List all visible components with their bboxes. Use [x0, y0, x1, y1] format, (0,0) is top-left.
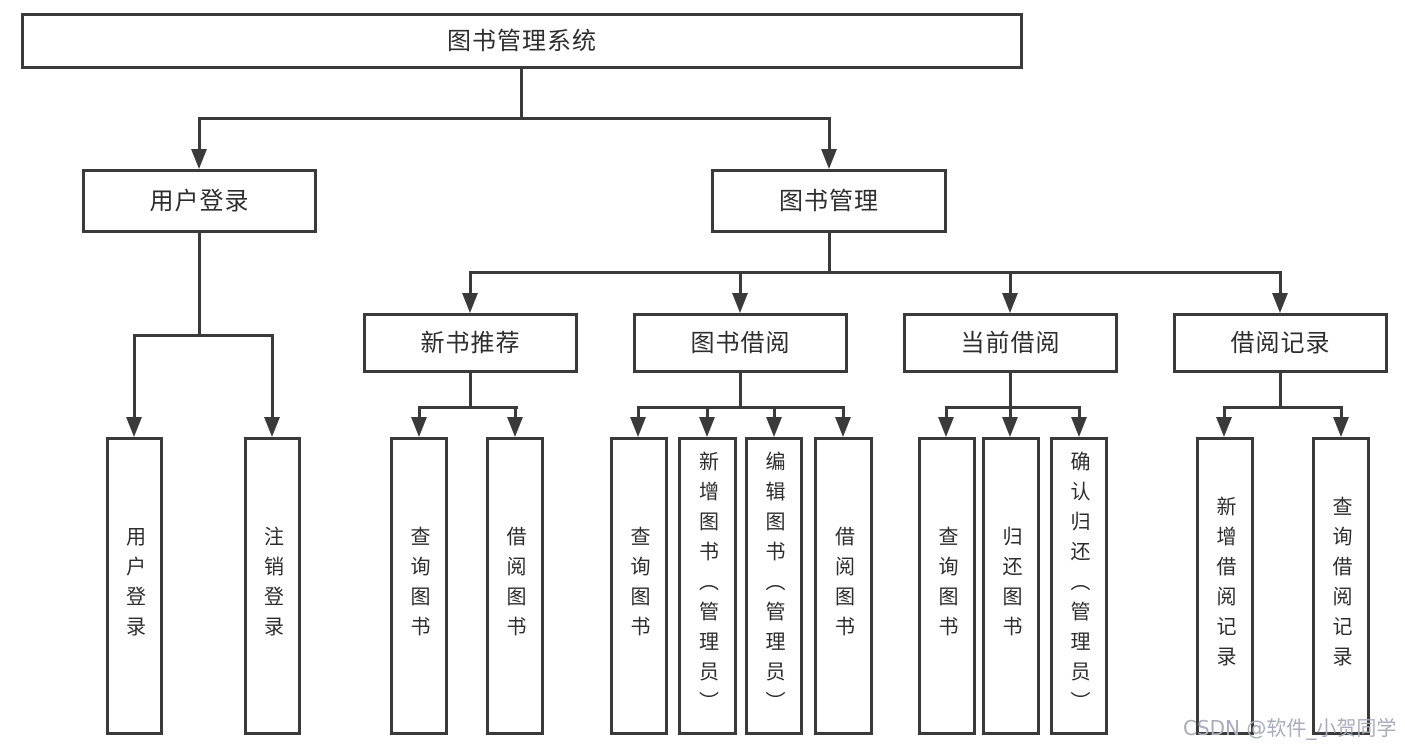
connector-vline [1009, 373, 1012, 409]
connector-vline [271, 334, 274, 419]
node-label: 借阅记录 [1230, 328, 1331, 357]
arrow-down-icon [938, 417, 954, 437]
arrow-down-icon [507, 417, 523, 437]
leaf-confirm-return-admin: 确认归还（管理员） [1050, 437, 1108, 735]
connector-vline [514, 406, 517, 419]
watermark: CSDN @软件_小贺同学 [1183, 716, 1397, 740]
connector-vline [1340, 406, 1343, 419]
leaf-edit-book-admin: 编辑图书（管理员） [745, 437, 803, 735]
connector-vline [198, 233, 201, 336]
connector-vline [469, 271, 472, 295]
connector-vline [739, 373, 742, 409]
leaf-query-books-current: 查询图书 [918, 437, 976, 735]
arrow-down-icon [835, 417, 851, 437]
node-label: 注销登录 [260, 526, 285, 646]
connector-hline [418, 406, 518, 409]
connector-vline [418, 406, 421, 419]
node-label: 确认归还（管理员） [1067, 451, 1091, 721]
arrow-down-icon [462, 293, 478, 313]
connector-hline [133, 334, 274, 337]
arrow-down-icon [1071, 417, 1087, 437]
arrow-down-icon [699, 417, 715, 437]
connector-hline [198, 117, 831, 120]
arrow-down-icon [1333, 417, 1349, 437]
arrow-down-icon [821, 149, 837, 169]
arrow-down-icon [126, 417, 142, 437]
node-label: 当前借阅 [960, 328, 1061, 357]
connector-vline [739, 271, 742, 295]
connector-vline [133, 334, 136, 419]
node-label: 查询借阅记录 [1329, 496, 1353, 676]
node-label: 查询图书 [407, 526, 431, 646]
connector-vline [198, 117, 201, 150]
arrow-down-icon [732, 293, 748, 313]
connector-vline [773, 406, 776, 419]
node-label: 新增借阅记录 [1213, 496, 1237, 676]
connector-vline [706, 406, 709, 419]
node-label: 用户登录 [122, 526, 147, 646]
arrow-down-icon [411, 417, 427, 437]
node-current-borrowing: 当前借阅 [903, 313, 1118, 373]
arrow-down-icon [630, 417, 646, 437]
node-label: 借阅图书 [503, 526, 527, 646]
connector-vline [1009, 406, 1012, 419]
leaf-return-book: 归还图书 [982, 437, 1040, 735]
connector-vline [1223, 406, 1226, 419]
leaf-query-books-borrowing: 查询图书 [610, 437, 668, 735]
connector-vline [945, 406, 948, 419]
connector-hline [637, 406, 845, 409]
connector-vline [1078, 406, 1081, 419]
connector-vline [520, 69, 523, 119]
connector-vline [828, 233, 831, 274]
node-new-book-recommendation: 新书推荐 [363, 313, 578, 373]
leaf-add-book-admin: 新增图书（管理员） [678, 437, 737, 735]
node-label: 借阅图书 [831, 526, 856, 646]
connector-vline [637, 406, 640, 419]
node-borrowing-records: 借阅记录 [1173, 313, 1388, 373]
arrow-down-icon [264, 417, 280, 437]
leaf-query-books-recommend: 查询图书 [390, 437, 448, 735]
node-label: 查询图书 [935, 526, 959, 646]
connector-vline [1279, 373, 1282, 409]
node-label: 归还图书 [999, 526, 1023, 646]
node-book-borrowing: 图书借阅 [633, 313, 848, 373]
arrow-down-icon [766, 417, 782, 437]
connector-vline [1279, 271, 1282, 295]
leaf-add-borrow-record: 新增借阅记录 [1196, 437, 1254, 735]
connector-vline [1009, 271, 1012, 295]
connector-hline [1223, 406, 1343, 409]
node-label: 新书推荐 [420, 328, 521, 357]
leaf-borrow-books-recommend: 借阅图书 [486, 437, 544, 735]
node-label: 编辑图书（管理员） [762, 451, 786, 721]
leaf-query-borrow-record: 查询借阅记录 [1312, 437, 1370, 735]
node-book-management: 图书管理 [711, 169, 947, 233]
node-label: 查询图书 [627, 526, 651, 646]
connector-hline [945, 406, 1081, 409]
arrow-down-icon [1216, 417, 1232, 437]
leaf-borrow-books-borrowing: 借阅图书 [814, 437, 873, 735]
arrow-down-icon [1002, 417, 1018, 437]
node-label: 用户登录 [149, 186, 250, 215]
connector-vline [842, 406, 845, 419]
leaf-logout: 注销登录 [244, 437, 301, 735]
arrow-down-icon [1002, 293, 1018, 313]
node-user-login: 用户登录 [82, 169, 317, 233]
connector-vline [469, 373, 472, 409]
connector-hline [469, 271, 1282, 274]
node-label: 新增图书（管理员） [695, 451, 720, 721]
connector-vline [828, 117, 831, 150]
node-label: 图书管理系统 [447, 26, 597, 55]
node-label: 图书借阅 [690, 328, 791, 357]
arrow-down-icon [1272, 293, 1288, 313]
node-library-system: 图书管理系统 [21, 13, 1023, 69]
node-label: 图书管理 [779, 186, 879, 215]
leaf-user-login: 用户登录 [106, 437, 163, 735]
arrow-down-icon [191, 149, 207, 169]
